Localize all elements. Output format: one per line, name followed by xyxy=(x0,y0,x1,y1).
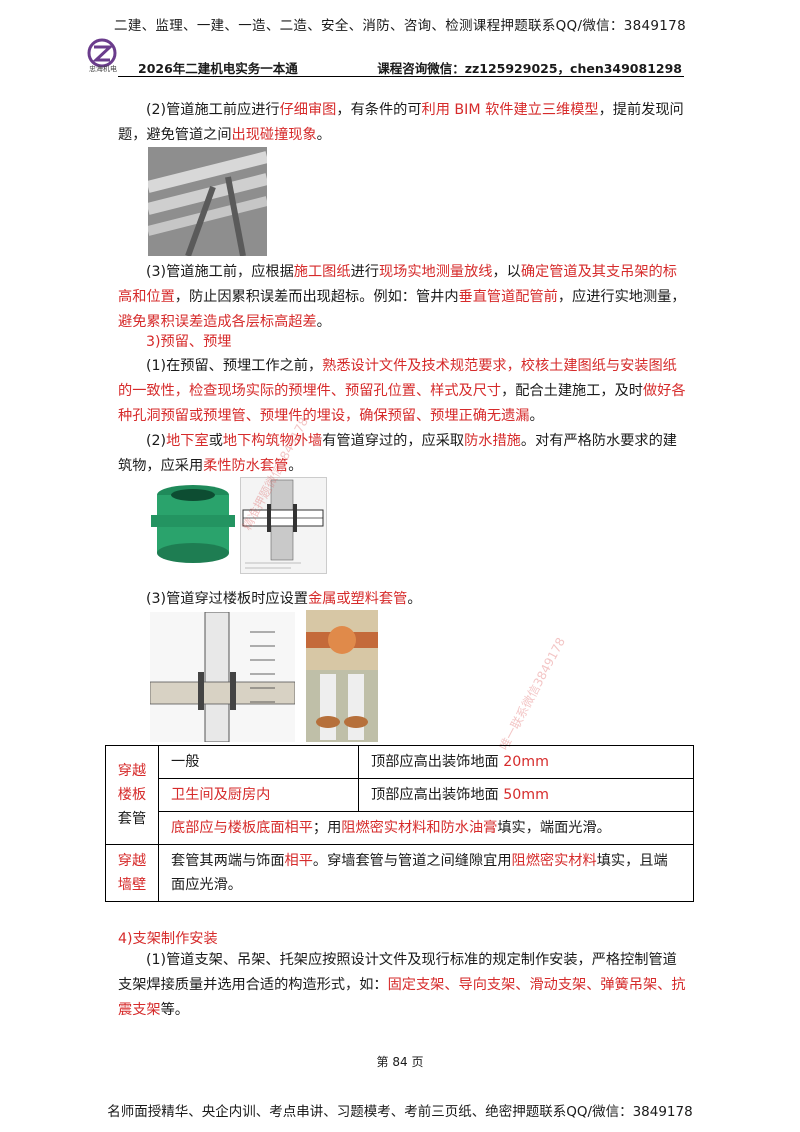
table-row: 卫生间及厨房内 顶部应高出装饰地面 50mm xyxy=(106,778,694,812)
paragraph-floor-sleeve: (3)管道穿过楼板时应设置金属或塑料套管。 xyxy=(146,591,422,607)
footer-banner: 名师面授精华、央企内训、考点串讲、习题模考、考前三页纸、绝密押题联系QQ/微信：… xyxy=(107,1104,693,1120)
table-row: 底部应与楼板底面相平；用阻燃密实材料和防水油膏填实，端面光滑。 xyxy=(106,811,694,845)
table-cell: 套管其两端与饰面相平。穿墙套管与管道之间缝隙宜用阻燃密实材料填实，且端面应光滑。 xyxy=(158,844,694,902)
waterproof-sleeve-photo xyxy=(147,481,239,571)
logo-icon xyxy=(82,38,122,74)
row-header-floor: 穿越 楼板 套管 xyxy=(105,745,159,845)
watermark: 唯一联系微信3849178 xyxy=(496,635,569,753)
floor-sleeve-photo xyxy=(306,610,378,742)
paragraph-support: (1)管道支架、吊架、托架应按照设计文件及现行标准的规定制作安装，严格控制管道支… xyxy=(118,952,686,1018)
logo-text: 忠海机电 xyxy=(89,65,117,73)
header-divider xyxy=(118,76,684,77)
page-number: 第 84 页 xyxy=(376,1055,424,1069)
section-heading-reserve: 3)预留、预埋 xyxy=(146,334,232,350)
waterproof-sleeve-diagram xyxy=(240,477,327,574)
table-cell: 顶部应高出装饰地面 50mm xyxy=(358,778,694,812)
row-header-wall: 穿越 墙壁 xyxy=(105,844,159,902)
book-title: 2026年二建机电实务一本通 xyxy=(138,61,298,76)
section-heading-support: 4)支架制作安装 xyxy=(118,931,218,947)
table-cell: 底部应与楼板底面相平；用阻燃密实材料和防水油膏填实，端面光滑。 xyxy=(158,811,694,845)
paragraph-bim: (2)管道施工前应进行仔细审图，有条件的可利用 BIM 软件建立三维模型，提前发… xyxy=(118,102,684,143)
sleeve-requirements-table: 穿越 楼板 套管 一般 顶部应高出装饰地面 20mm 卫生间及厨房内 顶部应高出… xyxy=(105,745,694,902)
pipe-3d-model-image xyxy=(148,147,267,256)
paragraph-waterproof: (2)地下室或地下构筑物外墙有管道穿过的，应采取防水措施。对有严格防水要求的建筑… xyxy=(118,433,677,474)
floor-sleeve-diagram xyxy=(149,611,296,743)
table-row: 穿越 墙壁 套管其两端与饰面相平。穿墙套管与管道之间缝隙宜用阻燃密实材料填实，且… xyxy=(105,844,694,902)
table-row: 穿越 楼板 套管 一般 顶部应高出装饰地面 20mm xyxy=(105,745,694,845)
table-cell: 一般 xyxy=(158,745,359,779)
top-banner: 二建、监理、一建、一造、二造、安全、消防、咨询、检测课程押题联系QQ/微信：38… xyxy=(114,18,686,34)
paragraph-measurement: (3)管道施工前，应根据施工图纸进行现场实地测量放线，以确定管道及其支吊架的标高… xyxy=(118,264,686,330)
table-cell: 顶部应高出装饰地面 20mm xyxy=(358,745,694,779)
table-cell: 卫生间及厨房内 xyxy=(158,778,359,812)
paragraph-reserve-prep: (1)在预留、预埋工作之前，熟悉设计文件及技术规范要求，校核土建图纸与安装图纸的… xyxy=(118,358,686,424)
contact-info: 课程咨询微信：zz125929025，chen349081298 xyxy=(377,61,682,76)
